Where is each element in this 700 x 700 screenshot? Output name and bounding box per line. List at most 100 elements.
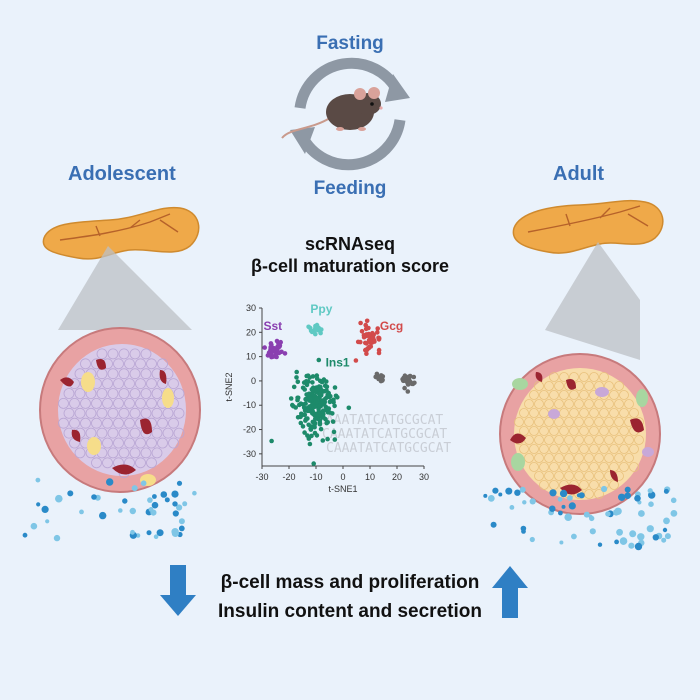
cell <box>579 408 589 418</box>
granule <box>118 508 123 513</box>
cell <box>554 471 564 481</box>
granule <box>492 487 499 494</box>
scatter-point <box>269 438 274 444</box>
zoom-cone-right <box>545 242 640 360</box>
cluster-label: Sst <box>263 319 282 333</box>
granule <box>160 491 168 498</box>
scatter-point <box>332 385 338 390</box>
scatter-point <box>268 345 274 350</box>
cell <box>564 417 574 427</box>
cell <box>599 426 609 436</box>
cell <box>140 348 152 360</box>
cell <box>539 480 549 490</box>
cell <box>559 426 569 436</box>
sequence-text: CAAATATCATGCGCAT <box>318 413 443 428</box>
granule <box>558 510 563 516</box>
granule <box>567 495 573 501</box>
granule <box>122 498 128 504</box>
cell <box>544 435 554 445</box>
cell <box>549 444 559 454</box>
x-tick-label: -20 <box>282 472 295 482</box>
granule <box>505 487 513 495</box>
scatter-point <box>331 397 336 403</box>
granule <box>147 497 153 503</box>
granule <box>22 532 28 538</box>
cell <box>584 453 594 463</box>
scatter-point <box>268 352 274 357</box>
scatter-point <box>309 387 315 392</box>
cell <box>151 427 163 439</box>
scatter-point <box>317 421 323 427</box>
cell <box>599 462 609 472</box>
adolescent-label: Adolescent <box>68 163 176 185</box>
cell <box>574 435 584 445</box>
granule <box>561 504 566 509</box>
cell <box>118 427 130 439</box>
adult-label: Adult <box>553 163 605 185</box>
cell <box>604 453 614 463</box>
granule <box>45 519 50 524</box>
cell <box>102 457 113 469</box>
scatter-point <box>325 436 330 442</box>
scatter-point <box>277 343 283 348</box>
cell <box>129 427 141 439</box>
cell <box>529 444 539 454</box>
cell <box>539 390 549 400</box>
granule <box>176 480 183 486</box>
cell <box>168 417 179 429</box>
y-tick-label: 0 <box>251 376 256 386</box>
scatter-point <box>312 423 317 429</box>
scatter-point <box>375 330 380 335</box>
granule <box>153 534 159 539</box>
cell <box>135 437 146 449</box>
cell <box>584 471 594 481</box>
granule <box>588 514 593 519</box>
scatter-point <box>290 402 295 408</box>
scatter-point <box>331 429 337 435</box>
scatter-point <box>316 411 322 417</box>
scatter-point <box>301 380 307 385</box>
scatter-point <box>355 339 361 345</box>
scatter-point <box>322 388 327 394</box>
cell <box>529 408 539 418</box>
scatter-point <box>407 381 412 386</box>
cell <box>539 426 549 436</box>
granule <box>618 493 626 501</box>
granule <box>135 533 141 538</box>
cell <box>524 399 534 409</box>
bottom-line-2: Insulin content and secretion <box>218 601 482 622</box>
granule <box>571 533 577 540</box>
cell <box>574 399 584 409</box>
cell <box>514 417 524 427</box>
cell <box>162 427 174 439</box>
granule <box>172 510 179 517</box>
scatter-point <box>295 395 300 401</box>
mouse-icon <box>281 87 383 139</box>
scatter-point <box>312 327 318 333</box>
cell <box>554 435 564 445</box>
granule <box>652 534 659 541</box>
insulin-granules-left <box>22 477 197 542</box>
scatter-point <box>300 424 306 429</box>
cell <box>80 358 91 370</box>
cell <box>619 408 629 418</box>
granule <box>549 505 556 512</box>
cell <box>118 388 130 399</box>
cell <box>96 348 108 360</box>
cell <box>569 390 579 400</box>
cell <box>534 471 544 481</box>
cell <box>162 407 174 419</box>
y-tick-label: -10 <box>243 400 256 410</box>
granule <box>490 521 497 528</box>
granule <box>483 493 488 498</box>
cell <box>135 378 146 390</box>
granule <box>140 480 147 487</box>
granule <box>597 542 603 547</box>
scatter-point <box>366 325 371 331</box>
cell <box>629 444 639 454</box>
scatter-point <box>326 406 332 411</box>
cell <box>107 447 119 459</box>
granule <box>664 533 671 540</box>
granule <box>620 540 626 545</box>
